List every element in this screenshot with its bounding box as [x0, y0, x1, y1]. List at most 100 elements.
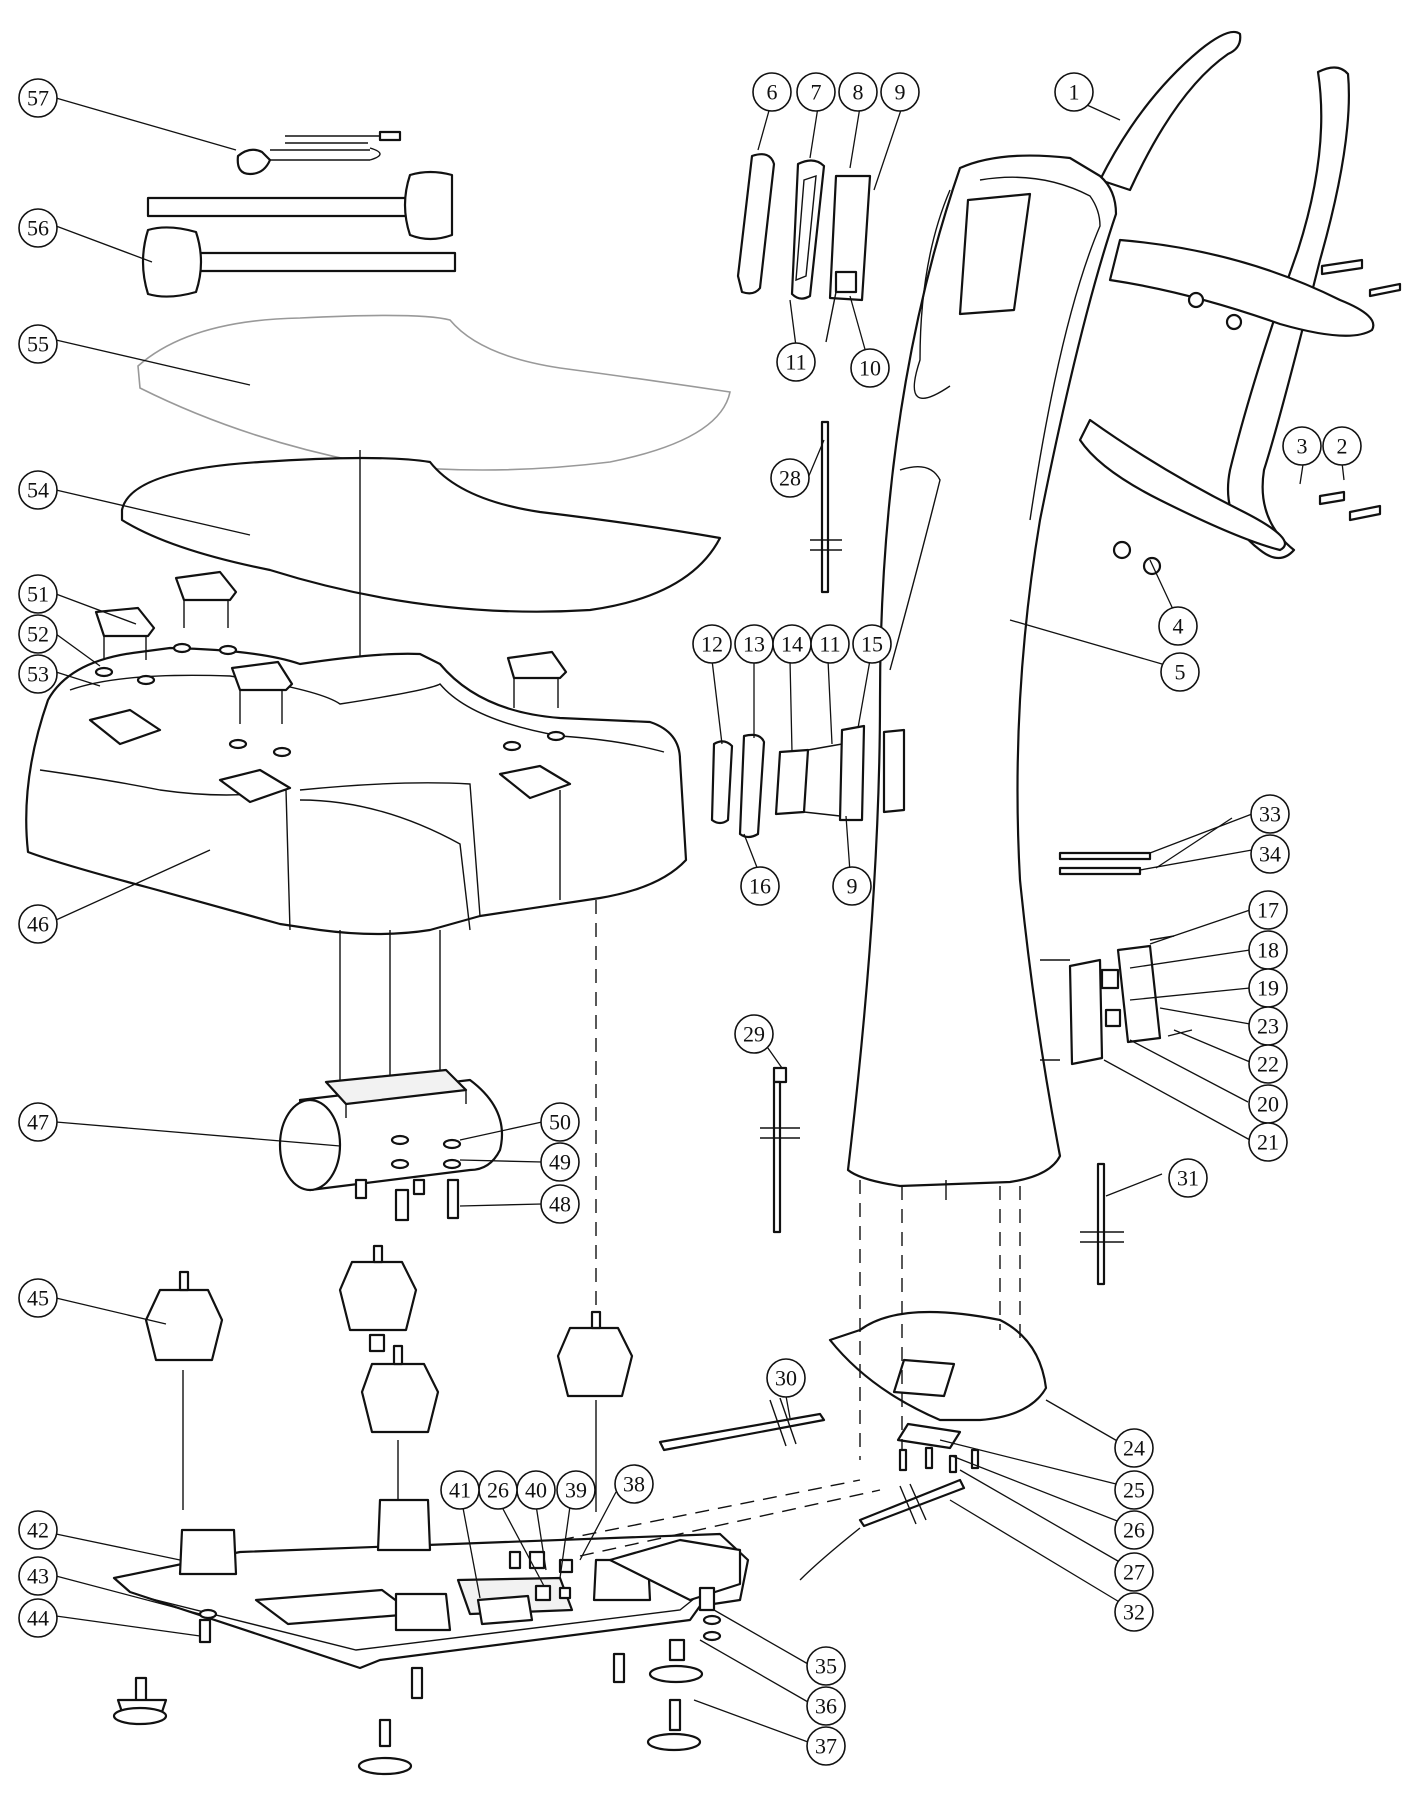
- svg-text:20: 20: [1257, 1092, 1279, 1117]
- callout-49: 49: [540, 1142, 580, 1182]
- svg-text:26: 26: [487, 1478, 509, 1503]
- callout-31: 31: [1168, 1158, 1208, 1198]
- handlebar-1: [1078, 30, 1402, 576]
- svg-text:54: 54: [27, 478, 49, 503]
- callout-8: 8: [838, 72, 878, 112]
- keypad-12-16: [710, 724, 866, 839]
- callout-5: 5: [1160, 652, 1200, 692]
- svg-text:2: 2: [1337, 434, 1348, 459]
- callout-16: 16: [740, 866, 780, 906]
- callout-36: 36: [806, 1686, 846, 1726]
- mat-55: [137, 314, 731, 471]
- svg-text:51: 51: [27, 582, 49, 607]
- platform-body-46: [25, 646, 688, 936]
- svg-text:47: 47: [27, 1110, 49, 1135]
- callout-43: 43: [18, 1556, 58, 1596]
- callout-1: 1: [1054, 72, 1094, 112]
- callout-40: 40: [516, 1470, 556, 1510]
- svg-text:22: 22: [1257, 1052, 1279, 1077]
- svg-text:52: 52: [27, 622, 49, 647]
- callout-57: 57: [18, 78, 58, 118]
- dampers-45: [144, 1244, 634, 1520]
- callout-35: 35: [806, 1646, 846, 1686]
- callout-39: 39: [556, 1470, 596, 1510]
- svg-text:36: 36: [815, 1694, 837, 1719]
- straps-56: [141, 170, 457, 298]
- callout-52: 52: [18, 614, 58, 654]
- svg-text:39: 39: [565, 1478, 587, 1503]
- straps-33-34: [1058, 851, 1152, 876]
- callout-28: 28: [770, 458, 810, 498]
- svg-text:7: 7: [811, 80, 822, 105]
- svg-text:42: 42: [27, 1518, 49, 1543]
- callout-24: 24: [1114, 1428, 1154, 1468]
- svg-text:9: 9: [847, 874, 858, 899]
- callout-25: 25: [1114, 1470, 1154, 1510]
- svg-text:40: 40: [525, 1478, 547, 1503]
- callout-11: 11: [776, 342, 816, 382]
- svg-text:45: 45: [27, 1286, 49, 1311]
- svg-text:10: 10: [859, 356, 881, 381]
- motor-47: [278, 900, 597, 1310]
- callout-47: 47: [18, 1102, 58, 1142]
- svg-text:4: 4: [1173, 614, 1184, 639]
- svg-text:12: 12: [701, 632, 723, 657]
- svg-text:17: 17: [1257, 898, 1279, 923]
- svg-text:33: 33: [1259, 802, 1281, 827]
- svg-text:50: 50: [549, 1110, 571, 1135]
- svg-text:37: 37: [815, 1734, 837, 1759]
- svg-text:9: 9: [895, 80, 906, 105]
- upright-column-5: [846, 154, 1118, 1200]
- callout-38: 38: [614, 1464, 654, 1504]
- svg-text:13: 13: [743, 632, 765, 657]
- callout-13: 13: [734, 624, 774, 664]
- callout-53: 53: [18, 654, 58, 694]
- callout-32: 32: [1114, 1592, 1154, 1632]
- callout-4: 4: [1158, 606, 1198, 646]
- svg-text:35: 35: [815, 1654, 837, 1679]
- svg-text:19: 19: [1257, 976, 1279, 1001]
- callout-22: 22: [1248, 1044, 1288, 1084]
- callout-2: 2: [1322, 426, 1362, 466]
- callout-18: 18: [1248, 930, 1288, 970]
- rear-panel-17-23: [1068, 935, 1193, 1066]
- callout-6: 6: [752, 72, 792, 112]
- svg-text:38: 38: [623, 1472, 645, 1497]
- svg-text:5: 5: [1175, 660, 1186, 685]
- power-cord-57: [236, 130, 402, 176]
- svg-text:48: 48: [549, 1192, 571, 1217]
- callout-37: 37: [806, 1726, 846, 1766]
- callout-44: 44: [18, 1598, 58, 1638]
- svg-text:56: 56: [27, 216, 49, 241]
- svg-text:30: 30: [775, 1366, 797, 1391]
- svg-text:29: 29: [743, 1022, 765, 1047]
- svg-text:24: 24: [1123, 1436, 1145, 1461]
- svg-text:25: 25: [1123, 1478, 1145, 1503]
- callout-9: 9: [880, 72, 920, 112]
- console-6-11: [736, 153, 872, 343]
- callout-26b: 26: [478, 1470, 518, 1510]
- callout-11b: 11: [810, 624, 850, 664]
- svg-text:57: 57: [27, 86, 49, 111]
- svg-text:16: 16: [749, 874, 771, 899]
- svg-text:26: 26: [1123, 1518, 1145, 1543]
- callout-45: 45: [18, 1278, 58, 1318]
- callout-29: 29: [734, 1014, 774, 1054]
- callout-56: 56: [18, 208, 58, 248]
- svg-text:11: 11: [785, 350, 806, 375]
- callout-50: 50: [540, 1102, 580, 1142]
- svg-text:3: 3: [1297, 434, 1308, 459]
- svg-text:14: 14: [781, 632, 803, 657]
- svg-text:1: 1: [1069, 80, 1080, 105]
- callout-21: 21: [1248, 1122, 1288, 1162]
- control-board-38-41: [476, 1479, 881, 1626]
- callout-33: 33: [1250, 794, 1290, 834]
- callout-46: 46: [18, 904, 58, 944]
- svg-text:55: 55: [27, 332, 49, 357]
- svg-text:32: 32: [1123, 1600, 1145, 1625]
- svg-text:27: 27: [1123, 1560, 1145, 1585]
- callout-26: 26: [1114, 1510, 1154, 1550]
- svg-text:8: 8: [853, 80, 864, 105]
- svg-text:6: 6: [767, 80, 778, 105]
